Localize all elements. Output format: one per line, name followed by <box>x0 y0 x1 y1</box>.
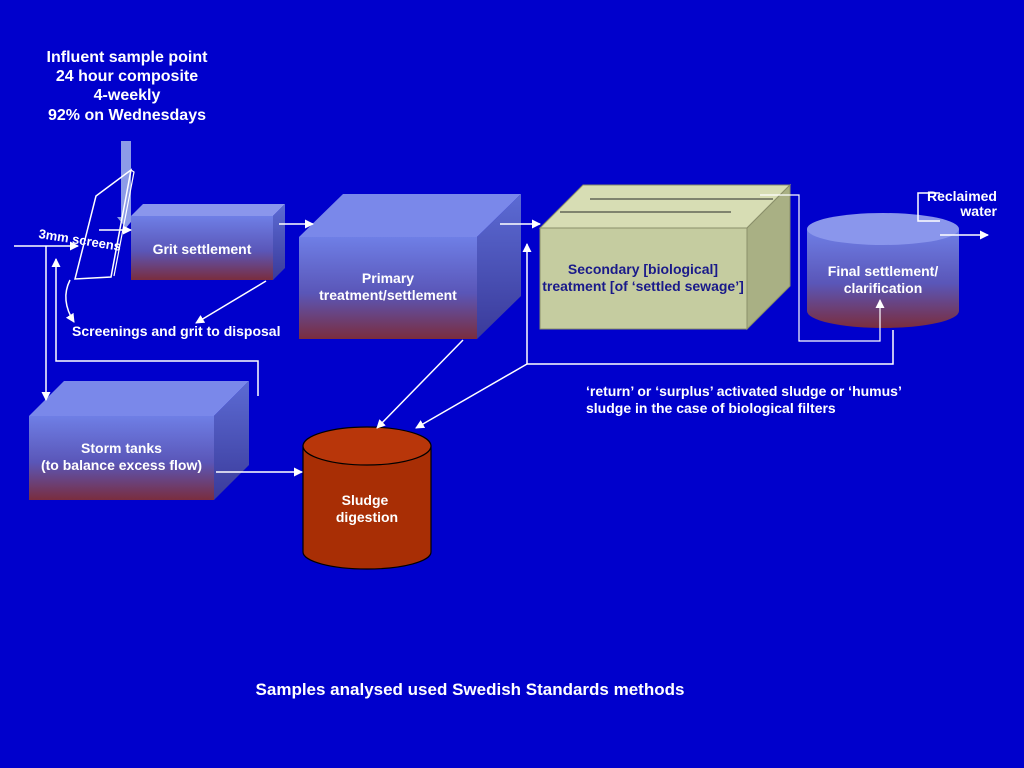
final-label-line: clarification <box>843 279 923 296</box>
return-to-sludge-arrow <box>415 363 528 429</box>
sludge-tank-body <box>302 445 432 570</box>
influent-note-line: 92% on Wednesdays <box>48 106 206 124</box>
return-sludge-note: ‘return’ or ‘surplus’ activated sludge o… <box>586 383 902 417</box>
reclaimed-label-line: water <box>960 202 997 219</box>
return-sludge-line <box>522 243 894 365</box>
primary-label-line: treatment/settlement <box>319 286 457 303</box>
storm-tanks-label: Storm tanks (to balance excess flow) <box>29 440 214 474</box>
final-settlement-label: Final settlement/ clarification <box>807 263 959 297</box>
screens-frame <box>74 168 133 280</box>
disposal-label: Screenings and grit to disposal <box>72 323 281 339</box>
secondary-label-line: treatment [of ‘settled sewage’] <box>542 277 744 294</box>
storm-label-line: (to balance excess flow) <box>40 456 203 473</box>
sample-probe-shaft <box>121 141 131 217</box>
grit-box-front <box>131 216 273 280</box>
sludge-label-line: digestion <box>335 508 399 525</box>
screens-frame-edge <box>113 169 135 277</box>
sludge-digestion-label: Sludge digestion <box>303 492 431 526</box>
return-note-line: sludge in the case of biological filters <box>586 399 836 416</box>
reclaimed-water-arrow <box>917 192 940 222</box>
secondary-box-front <box>539 227 748 330</box>
final-tank-body <box>807 229 959 328</box>
primary-to-sludge-arrow <box>376 339 464 429</box>
storm-label-line: Storm tanks <box>81 440 162 456</box>
grit-settlement-label: Grit settlement <box>152 241 252 257</box>
influent-note-line: Influent sample point <box>46 49 208 66</box>
secondary-label-line: Secondary [biological] <box>567 261 719 277</box>
storm-box-side <box>214 381 249 500</box>
influent-note-line: 24 hour composite <box>55 68 199 86</box>
primary-box-front <box>299 237 477 339</box>
grit-box-top <box>131 204 285 216</box>
sludge-label-line: Sludge <box>341 492 389 508</box>
reclaimed-label-line: Reclaimed <box>926 188 997 204</box>
sludge-tank-top <box>302 426 432 466</box>
storm-box-top <box>29 381 249 416</box>
secondary-box-top <box>538 184 792 229</box>
screens-to-disposal-arrow <box>65 279 75 323</box>
storm-return-arrow <box>51 258 259 396</box>
influent-note-line: 4-weekly <box>93 87 161 105</box>
primary-label-line: Primary <box>361 270 415 286</box>
secondary-treatment-label: Secondary [biological] treatment [of ‘se… <box>533 261 753 295</box>
storm-box-front <box>29 416 214 500</box>
primary-box-side <box>477 194 521 339</box>
final-label-line: Final settlement/ <box>827 263 939 279</box>
secondary-to-final-line <box>760 194 885 342</box>
primary-box-top <box>299 194 521 237</box>
grit-box-side <box>273 204 285 280</box>
return-note-line: ‘return’ or ‘surplus’ activated sludge o… <box>586 383 902 399</box>
footer-note: Samples analysed used Swedish Standards … <box>255 680 685 699</box>
reclaimed-water-label: Reclaimed water <box>900 189 997 218</box>
primary-treatment-label: Primary treatment/settlement <box>299 270 477 304</box>
grit-to-disposal-arrow <box>195 280 267 324</box>
influent-sample-note: Influent sample point 24 hour composite … <box>22 48 232 125</box>
